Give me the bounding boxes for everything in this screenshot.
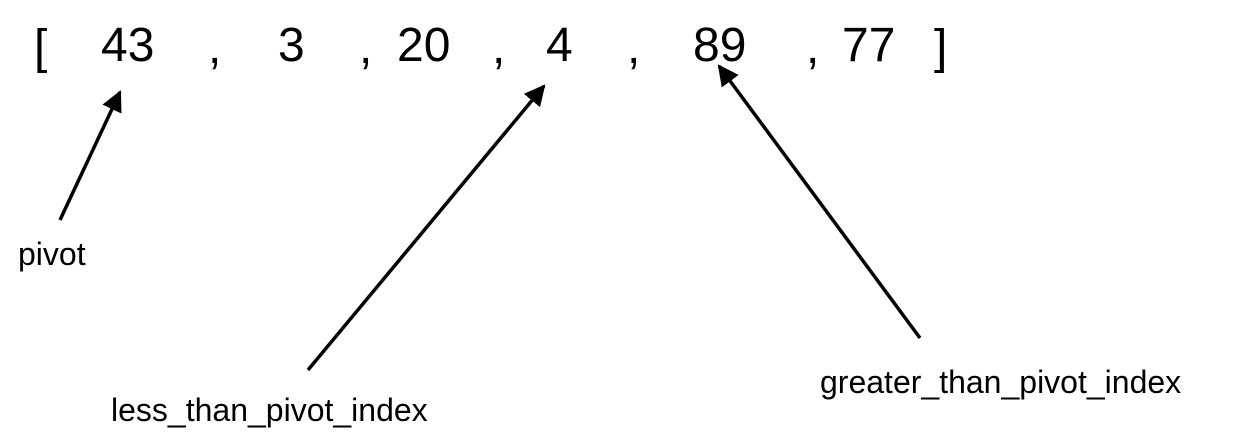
close-bracket: ] [934, 21, 948, 74]
comma-separator: , [359, 21, 373, 74]
greater-than-pivot-arrow [717, 64, 922, 340]
pivot-label: pivot [18, 236, 86, 272]
array-value: 43 [101, 19, 155, 72]
less-than-pivot-arrow [306, 84, 546, 372]
open-bracket: [ [34, 21, 48, 74]
comma-separator: , [806, 21, 820, 74]
array-value: 77 [842, 19, 896, 72]
comma-separator: , [627, 21, 641, 74]
array-value: 20 [397, 19, 451, 72]
greater-than-pivot-index-label: greater_than_pivot_index [820, 364, 1182, 400]
comma-separator: , [492, 21, 506, 74]
pivot-arrow [58, 90, 122, 221]
comma-separator: , [208, 21, 222, 74]
less-than-pivot-index-label: less_than_pivot_index [111, 392, 428, 428]
array-value: 4 [546, 19, 573, 72]
array-value: 89 [693, 19, 747, 72]
array-value: 3 [278, 19, 305, 72]
